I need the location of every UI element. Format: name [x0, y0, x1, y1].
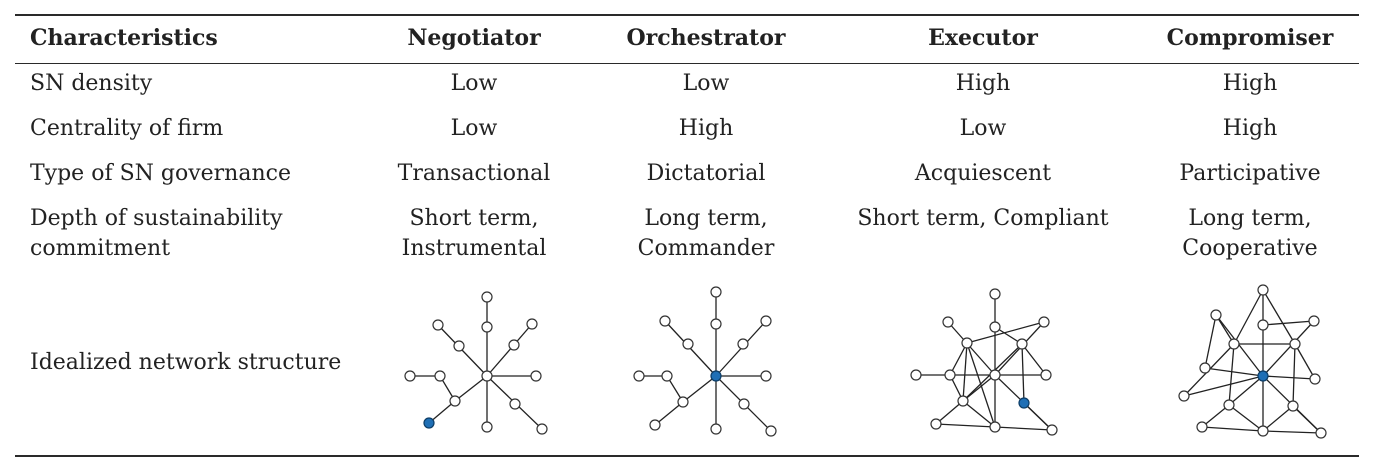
cell-compromiser-centrality: High — [1222, 116, 1278, 141]
cell-negotiator-depth-line2: Instrumental — [401, 236, 547, 261]
row-label-depth-line1: Depth of sustainability — [30, 206, 283, 231]
header-characteristics: Characteristics — [30, 25, 218, 51]
cell-executor-depth: Short term, Compliant — [857, 206, 1109, 231]
cell-negotiator-sn-density: Low — [450, 71, 498, 96]
cell-executor-governance: Acquiescent — [914, 161, 1052, 186]
table-header-rule — [15, 63, 1359, 64]
cell-orchestrator-depth-line2: Commander — [637, 236, 775, 261]
firm-node — [423, 417, 435, 429]
orchestrator-network-diagram — [633, 284, 783, 440]
cell-compromiser-depth-line1: Long term, — [1188, 206, 1312, 231]
cell-executor-sn-density: High — [955, 71, 1011, 96]
compromiser-network-diagram — [1172, 282, 1332, 442]
cell-negotiator-centrality: Low — [450, 116, 498, 141]
header-orchestrator: Orchestrator — [626, 25, 786, 51]
cell-orchestrator-governance: Dictatorial — [646, 161, 766, 186]
row-label-depth-line2: commitment — [30, 236, 171, 261]
table-top-rule — [15, 14, 1359, 16]
header-negotiator: Negotiator — [407, 25, 541, 51]
executor-network-diagram — [908, 284, 1058, 440]
cell-orchestrator-depth-line1: Long term, — [644, 206, 768, 231]
row-label-sn-density: SN density — [30, 71, 153, 96]
row-label-governance: Type of SN governance — [30, 161, 291, 186]
firm-node — [710, 370, 722, 382]
cell-compromiser-sn-density: High — [1222, 71, 1278, 96]
cell-compromiser-governance: Participative — [1179, 161, 1321, 186]
cell-compromiser-depth-line2: Cooperative — [1182, 236, 1318, 261]
table-bottom-rule — [15, 455, 1359, 457]
cell-orchestrator-sn-density: Low — [682, 71, 730, 96]
negotiator-network-diagram — [404, 284, 554, 440]
cell-negotiator-depth-line1: Short term, — [409, 206, 539, 231]
firm-node — [1018, 397, 1030, 409]
cell-orchestrator-centrality: High — [678, 116, 734, 141]
cell-negotiator-governance: Transactional — [397, 161, 551, 186]
row-label-centrality: Centrality of firm — [30, 116, 224, 141]
header-executor: Executor — [928, 25, 1038, 51]
header-compromiser: Compromiser — [1166, 25, 1334, 51]
row-label-network-structure: Idealized network structure — [30, 350, 342, 375]
firm-node — [1257, 370, 1269, 382]
cell-executor-centrality: Low — [959, 116, 1007, 141]
